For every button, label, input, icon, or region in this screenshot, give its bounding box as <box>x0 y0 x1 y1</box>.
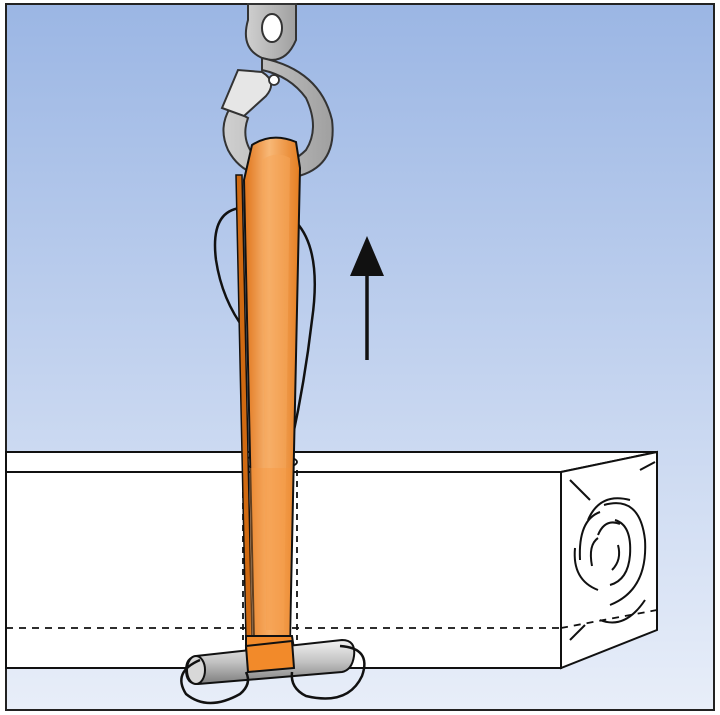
pin-rope-loops <box>180 644 366 705</box>
wood-grain-rings <box>569 461 656 641</box>
lifting-sling <box>235 136 302 669</box>
guide-rope <box>213 206 317 441</box>
timber-beam <box>5 450 658 670</box>
up-arrow-icon <box>350 236 384 360</box>
steel-pin <box>184 638 356 686</box>
crane-hook-icon <box>220 3 334 180</box>
